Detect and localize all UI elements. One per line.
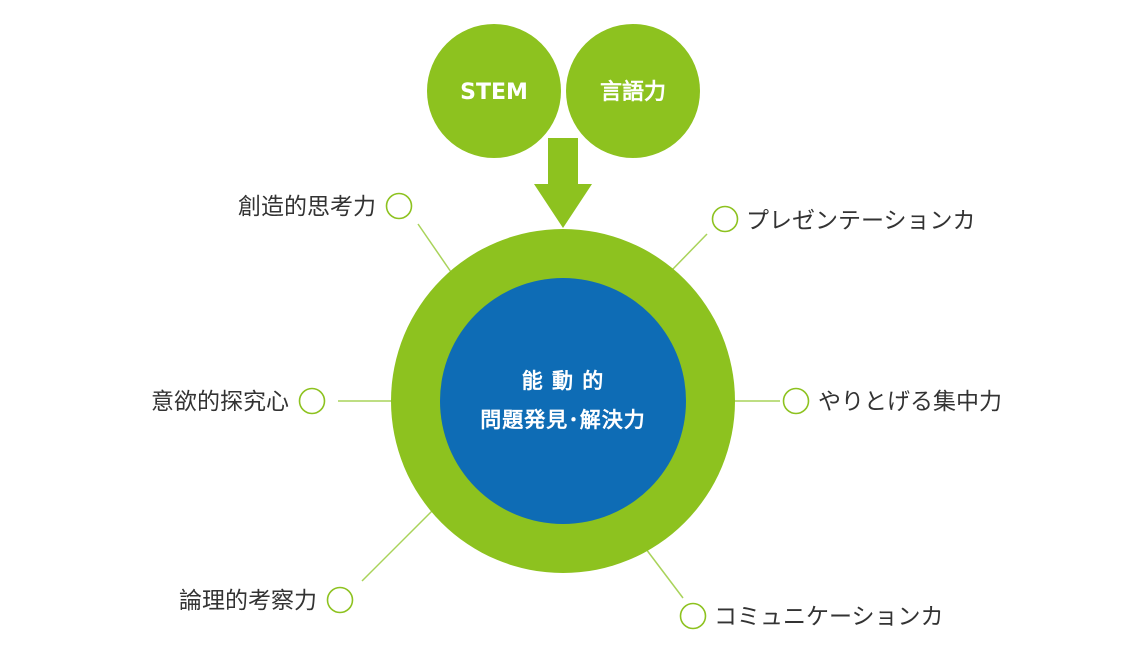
skill-bullet-icon <box>711 205 739 233</box>
connector-line <box>645 548 684 599</box>
core-circle <box>440 278 686 524</box>
skill-label-presentation: プレゼンテーションカ <box>746 208 976 234</box>
center-title-line1: 能 動 的 <box>522 369 605 393</box>
input-label-stem: STEM <box>460 80 528 105</box>
input-circle-stem <box>427 24 561 158</box>
skill-label-inquiry: 意欲的探究心 <box>151 389 289 415</box>
connector-line <box>671 233 708 271</box>
skill-bullet-icon <box>782 387 810 415</box>
connector-line <box>361 510 433 582</box>
input-label-language: 言語力 <box>600 79 666 105</box>
skill-label-creative-thinking: 創造的思考力 <box>238 194 376 220</box>
down-arrow-icon <box>534 138 592 228</box>
skill-label-communication: コミュニケーションカ <box>714 604 944 630</box>
center-title-line2: 問題発見･解決力 <box>480 408 646 432</box>
skill-bullet-icon <box>385 192 413 220</box>
skill-label-focus: やりとげる集中力 <box>818 389 1002 415</box>
skill-bullet-icon <box>326 586 354 614</box>
skill-bullet-icon <box>298 387 326 415</box>
input-circle-language <box>566 24 700 158</box>
skill-label-logical-thinking: 論理的考察力 <box>179 588 317 614</box>
skill-bullet-icon <box>679 602 707 630</box>
connector-line <box>417 223 452 273</box>
